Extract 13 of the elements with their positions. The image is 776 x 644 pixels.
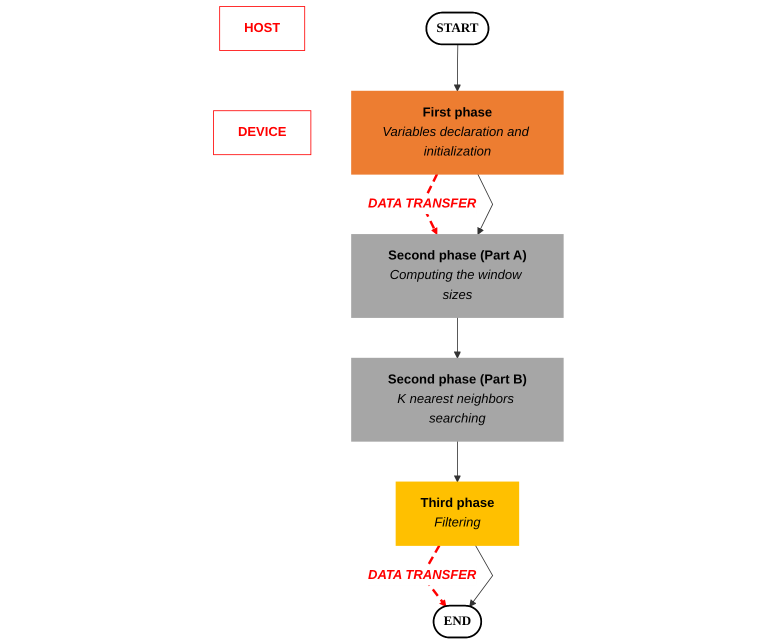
node-box: Third phase Filtering [395,482,519,546]
node-box: DEVICE [212,110,311,156]
node-box: First phase Variables declaration and initialization [350,90,564,175]
node-box: Second phase (Part B) K nearest neighbors searching [350,358,564,442]
arrow [468,545,493,607]
arrow [453,44,461,92]
node-box: HOST [218,6,305,51]
node-box: Second phase (Part A) Computing the window sizes [350,234,564,318]
edge-label: DATA TRANSFER [368,197,476,211]
arrow [453,440,461,482]
arrow [453,317,461,359]
arrow [477,174,493,235]
edge-label: DATA TRANSFER [368,568,476,582]
